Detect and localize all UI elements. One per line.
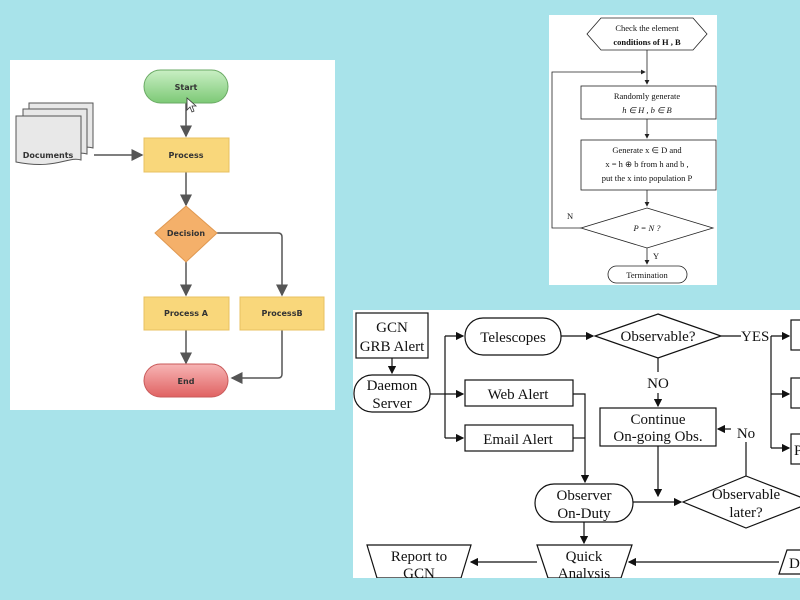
check-conditions-node[interactable] [586,17,708,51]
partial-box-2[interactable] [790,377,800,409]
continue-line1: Continue [631,412,686,428]
partial-bottom-node[interactable] [778,549,800,575]
gcn-line1: GCN [376,320,408,336]
process-label: Process [169,151,204,160]
check-conditions-line2: conditions of H , B [613,37,681,47]
generate-line1: Generate x ∈ D and [612,145,682,155]
no-label: N [567,211,573,221]
documents-node[interactable] [15,102,94,166]
process-b-label: ProcessB [261,309,302,318]
yes-label: Y [653,251,659,261]
no-upper-label: NO [647,376,669,392]
later-line1: Observable [712,487,781,503]
partial-box-3[interactable] [790,433,800,465]
documents-label: Documents [23,151,74,160]
quick-line1: Quick [566,549,603,565]
partial-bottom-label: D [789,556,800,572]
report-to-gcn-node[interactable] [366,544,472,578]
end-label: End [178,377,195,386]
flowchart-gcn: GCN GRB Alert Daemon Server Telescopes O… [353,312,800,578]
continue-line2: On-going Obs. [613,429,702,445]
generate-population-node[interactable] [580,139,717,191]
web-alert-node[interactable] [464,379,574,407]
quick-line2: Analysis [558,566,611,578]
email-alert-node[interactable] [464,424,574,452]
flowchart-panel-gcn: GCN GRB Alert Daemon Server Telescopes O… [353,310,800,578]
no-lower-label: No [737,426,755,442]
edge-web-observer [573,393,590,484]
email-alert-label: Email Alert [483,432,553,448]
report-line2: GCN [403,566,435,578]
process-a-label: Process A [164,309,209,318]
end-node[interactable] [143,363,229,398]
generate-line2: x = h ⊕ b from h and b , [605,159,688,169]
yes-label: YES [741,329,769,345]
condition-label: P = N ? [632,223,661,233]
gcn-line2: GRB Alert [360,339,425,355]
mouse-cursor-icon [186,97,198,113]
random-generate-node[interactable] [580,85,717,120]
gcn-grb-alert-node[interactable] [355,312,429,359]
continue-obs-node[interactable] [599,407,717,447]
edge-decision-process-b [217,232,288,297]
termination-label: Termination [626,270,668,280]
random-generate-line2: h ∈ H , b ∈ B [622,105,672,115]
edge-loop-back [551,69,646,229]
report-line1: Report to [391,549,447,565]
flowchart-panel-basic: Start Documents Process Decision Process… [10,60,335,410]
observable-label: Observable? [621,329,696,345]
flowchart-panel-algorithm: Check the element conditions of H , B Ra… [549,15,717,285]
observer-line1: Observer [557,488,612,504]
start-label: Start [175,83,198,92]
daemon-line2: Server [372,396,411,412]
process-a-node[interactable] [143,296,230,331]
check-conditions-line1: Check the element [615,23,679,33]
random-generate-line1: Randomly generate [614,91,681,101]
observable-later-decision[interactable] [681,475,800,529]
process-node[interactable] [143,137,230,173]
web-alert-label: Web Alert [488,387,550,403]
termination-node[interactable] [607,265,688,284]
generate-line3: put the x into population P [602,173,693,183]
decision-node[interactable] [154,205,218,263]
partial-box-1[interactable] [790,319,800,351]
edge-process-b-end [230,330,283,384]
partial-box-label: P [794,443,800,459]
flowchart-algorithm: Check the element conditions of H , B Ra… [551,17,717,284]
observer-line2: On-Duty [557,506,611,522]
later-line2: later? [729,505,763,521]
decision-label: Decision [167,229,206,238]
telescopes-label: Telescopes [480,330,546,346]
start-node[interactable] [143,69,229,104]
quick-analysis-node[interactable] [536,544,633,578]
process-b-node[interactable] [239,296,325,331]
flowchart-basic: Start Documents Process Decision Process… [15,69,325,398]
daemon-line1: Daemon [367,378,418,394]
